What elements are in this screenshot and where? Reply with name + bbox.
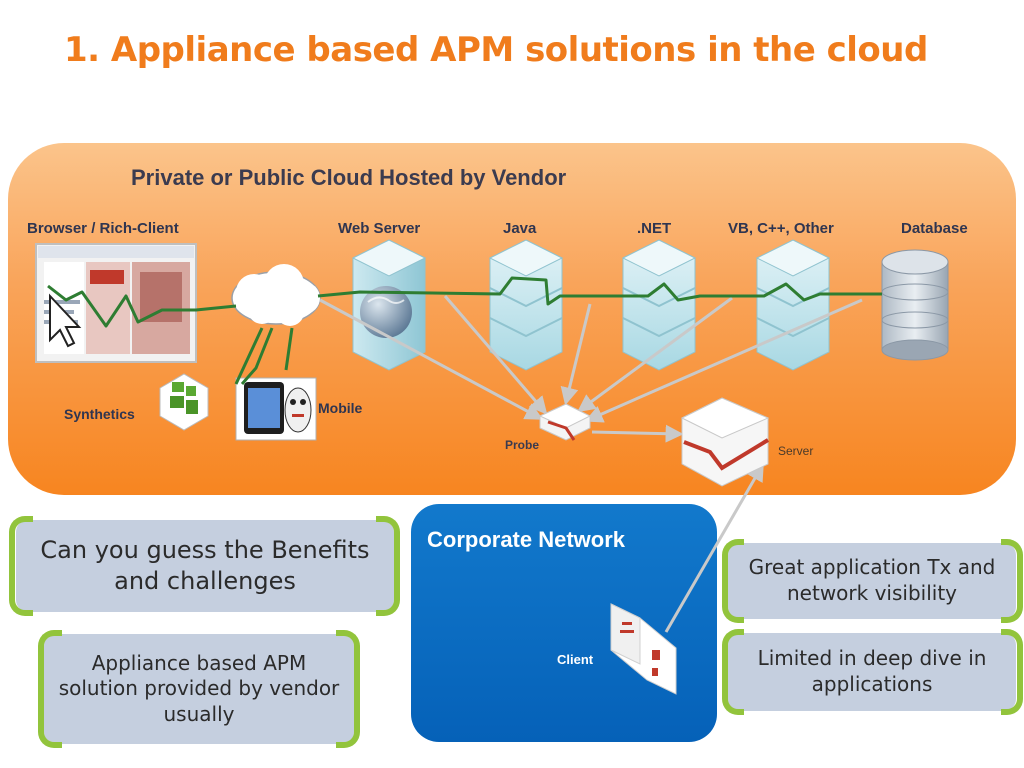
probe-feed-arrows <box>319 295 863 633</box>
corporate-network-panel <box>411 504 717 742</box>
probe-appliance-icon <box>538 403 592 441</box>
question-callout-bracket-right <box>376 516 400 616</box>
appliance-callout-bracket-left <box>38 630 62 748</box>
internet-cloud-icon <box>231 264 321 326</box>
vb-cpp-server-icon <box>755 239 831 371</box>
benefit-callout-bracket-right <box>1001 539 1023 623</box>
mobile-label: Mobile <box>318 400 363 416</box>
cursor-icon <box>49 293 82 348</box>
browser-screenshot <box>35 243 197 363</box>
tier-label-browser: Browser / Rich-Client <box>27 220 179 237</box>
challenge-callout-bracket-right <box>1001 629 1023 715</box>
appliance-callout: Appliance based APM solution provided by… <box>44 634 354 744</box>
probe-label: Probe <box>505 438 540 452</box>
synthetics-icon <box>159 373 209 431</box>
database-icon <box>881 249 949 361</box>
java-server-icon <box>488 239 564 371</box>
client-icon <box>610 603 677 695</box>
question-callout-bracket-left <box>9 516 33 616</box>
transaction-path <box>47 276 882 385</box>
server-label: Server <box>778 444 814 458</box>
tier-label-java: Java <box>503 220 537 237</box>
server-appliance-icon <box>680 397 770 487</box>
challenge-callout-bracket-left <box>722 629 744 715</box>
synthetics-label: Synthetics <box>64 406 135 422</box>
web-server-icon <box>351 239 427 371</box>
benefit-callout-bracket-left <box>722 539 744 623</box>
corporate-network-title: Corporate Network <box>427 527 626 552</box>
tier-label-vb-cpp-other: VB, C++, Other <box>728 220 834 237</box>
benefit-callout: Great application Tx and network visibil… <box>728 543 1016 619</box>
tier-label-database: Database <box>901 220 968 237</box>
cloud-title: Private or Public Cloud Hosted by Vendor <box>131 165 567 190</box>
challenge-callout: Limited in deep dive in applications <box>728 633 1016 711</box>
client-label: Client <box>557 652 594 667</box>
slide-title: 1. Appliance based APM solutions in the … <box>64 30 928 70</box>
tier-label-dotnet: .NET <box>637 220 672 237</box>
mobile-devices-image <box>235 377 317 441</box>
appliance-callout-bracket-right <box>336 630 360 748</box>
question-callout: Can you guess the Benefits and challenge… <box>16 520 394 612</box>
tier-label-web-server: Web Server <box>338 220 421 237</box>
